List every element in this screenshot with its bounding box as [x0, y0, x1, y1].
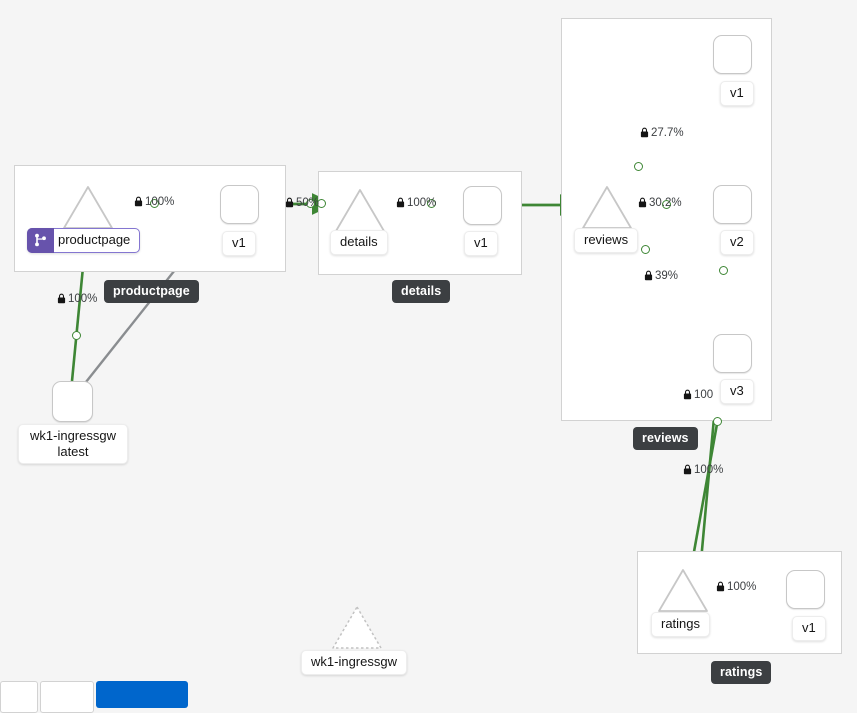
node-reviews[interactable] — [581, 185, 632, 229]
edge-marker-details-in-a — [306, 199, 315, 208]
node-sublabel-text: latest — [57, 443, 89, 459]
node-label-text: reviews — [584, 232, 629, 247]
edge-marker-reviews-v2 — [662, 200, 671, 209]
node-label-reviews-v2[interactable]: v2 — [720, 230, 754, 255]
edge-traffic-value: 100% — [407, 196, 437, 209]
edge-traffic-value: 30.2% — [649, 196, 682, 209]
edge-traffic-value: 100 — [694, 388, 714, 401]
zoom-controls-button[interactable] — [0, 681, 38, 713]
node-reviews-v2[interactable] — [713, 185, 752, 224]
node-label-ratings[interactable]: ratings — [651, 612, 711, 637]
node-details[interactable] — [334, 188, 385, 232]
node-reviews-v3[interactable] — [713, 334, 752, 373]
node-reviews-v1[interactable] — [713, 35, 752, 74]
edge-marker-details-v1 — [427, 199, 436, 208]
group-tag-details[interactable]: details — [392, 280, 451, 303]
edge-label-productpage-v1-details[interactable]: 50% — [285, 197, 319, 209]
node-label-text: details — [340, 234, 378, 249]
lock-icon — [396, 197, 405, 208]
node-productpage[interactable] — [62, 185, 113, 229]
lock-icon — [134, 196, 143, 207]
node-label-text: v2 — [730, 234, 744, 249]
node-productpage-v1[interactable] — [220, 185, 259, 224]
edge-marker-gw-productpage — [72, 331, 81, 340]
node-wk1-ingressgw[interactable] — [52, 381, 93, 422]
node-wk1-ingressgw-idle[interactable] — [331, 605, 382, 649]
edge-traffic-value: 27.7% — [651, 126, 684, 139]
primary-action-button[interactable] — [96, 681, 188, 708]
node-details-v1[interactable] — [463, 186, 502, 225]
edge-traffic-value: 50% — [296, 196, 320, 209]
node-label-text: ratings — [661, 616, 701, 631]
node-label-reviews[interactable]: reviews — [574, 228, 639, 253]
edge-marker-details-in-b — [317, 199, 326, 208]
fit-view-button[interactable] — [40, 681, 94, 713]
edge-marker-reviews-v1 — [634, 162, 643, 171]
node-label-productpage-v1[interactable]: v1 — [222, 231, 256, 256]
edge-marker-reviews-v2-rat — [719, 266, 728, 275]
edge-label-reviews-v3-out[interactable]: 100 — [683, 389, 713, 401]
node-label-details-v1[interactable]: v1 — [464, 231, 498, 256]
group-tag-label: details — [401, 284, 442, 298]
node-label-text: v1 — [232, 235, 246, 250]
node-label-text: v3 — [730, 383, 744, 398]
group-tag-ratings[interactable]: ratings — [711, 661, 772, 684]
node-label-text: v1 — [802, 620, 816, 635]
node-label-productpage[interactable]: productpage — [27, 228, 141, 253]
group-tag-label: ratings — [720, 665, 763, 679]
bottom-toolbar — [0, 677, 857, 713]
edge-marker-productpage-v1 — [150, 199, 159, 208]
node-label-reviews-v3[interactable]: v3 — [720, 379, 754, 404]
node-label-details[interactable]: details — [330, 230, 388, 255]
group-tag-productpage[interactable]: productpage — [104, 280, 199, 303]
edge-traffic-value: 100% — [145, 195, 175, 208]
group-tag-label: reviews — [642, 431, 689, 445]
code-branch-icon — [27, 228, 54, 253]
lock-icon — [683, 464, 692, 475]
lock-icon — [644, 270, 653, 281]
node-label-text: wk1-ingressgw — [311, 654, 397, 669]
lock-icon — [57, 293, 66, 304]
edge-traffic-value: 39% — [655, 269, 679, 282]
edge-traffic-value: 100% — [694, 463, 724, 476]
lock-icon — [640, 127, 649, 138]
edge-label-ratings-v1[interactable]: 100% — [716, 581, 756, 593]
lock-icon — [285, 197, 294, 208]
edge-label-reviews-v3-ratings[interactable]: 100% — [683, 464, 723, 476]
edge-traffic-value: 100% — [727, 580, 757, 593]
node-label-text: v1 — [730, 85, 744, 100]
node-label-wk1-ingressgw-idle[interactable]: wk1-ingressgw — [301, 650, 407, 675]
edge-label-details-v1[interactable]: 100% — [396, 197, 436, 209]
node-label-wk1-ingressgw[interactable]: wk1-ingressgw latest — [18, 424, 128, 465]
lock-icon — [716, 581, 725, 592]
edge-label-reviews-v3[interactable]: 39% — [644, 270, 678, 282]
edge-label-productpage-v1[interactable]: 100% — [134, 196, 174, 208]
group-tag-label: productpage — [113, 284, 190, 298]
edge-label-reviews-v2[interactable]: 30.2% — [638, 197, 682, 209]
node-ratings-v1[interactable] — [786, 570, 825, 609]
node-label-reviews-v1[interactable]: v1 — [720, 81, 754, 106]
node-label-text: v1 — [474, 235, 488, 250]
group-tag-reviews[interactable]: reviews — [633, 427, 698, 450]
edge-label-gw-productpage[interactable]: 100% — [57, 293, 97, 305]
edge-marker-reviews-v3 — [641, 245, 650, 254]
lock-icon — [638, 197, 647, 208]
edge-traffic-value: 100% — [68, 292, 98, 305]
node-label-ratings-v1[interactable]: v1 — [792, 616, 826, 641]
edge-label-reviews-v1[interactable]: 27.7% — [640, 127, 684, 139]
node-label-text: productpage — [58, 232, 131, 247]
lock-icon — [683, 389, 692, 400]
edge-marker-reviews-v3-rat — [713, 417, 722, 426]
node-ratings[interactable] — [657, 568, 708, 612]
node-label-text: wk1-ingressgw — [30, 428, 116, 443]
